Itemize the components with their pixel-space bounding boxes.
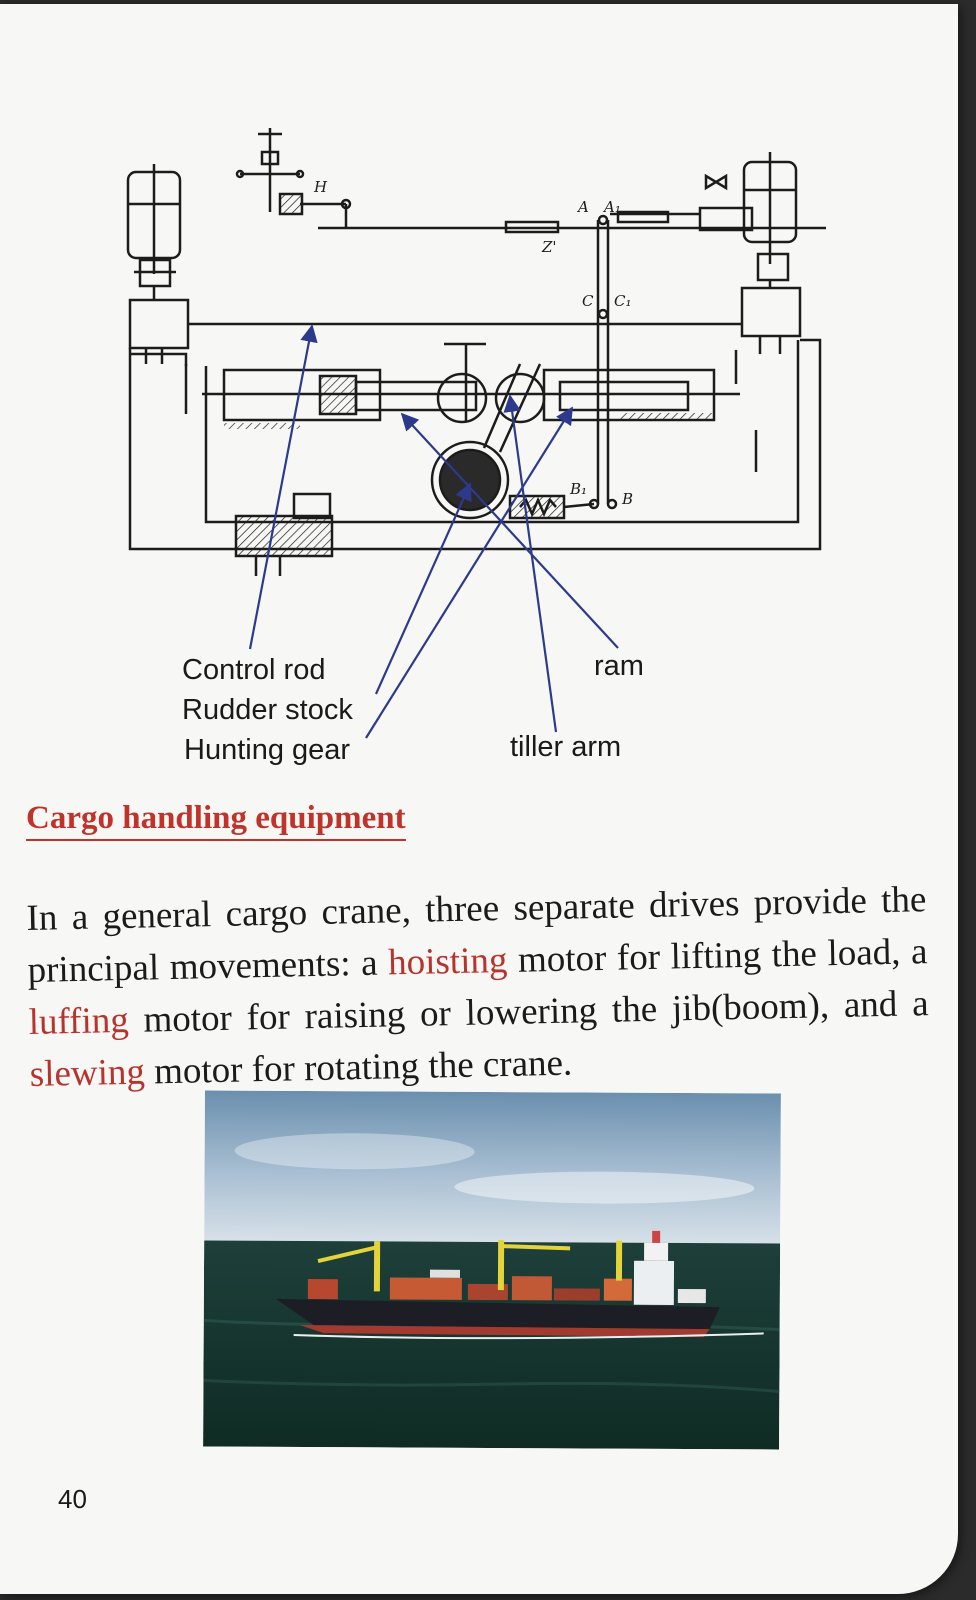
- paragraph-text-2: motor for lifting the load, a: [506, 931, 928, 981]
- label-c1: C₁: [614, 292, 632, 310]
- label-tiller-arm: tiller arm: [510, 731, 622, 763]
- rudder-stock-tiller: [430, 342, 546, 520]
- label-b: B: [621, 490, 633, 508]
- label-control-rod: Control rod: [182, 654, 326, 686]
- control-rod-leader: [248, 324, 318, 650]
- steering-gear-diagram: H A A₁ Z' C C₁ B₁ B: [126, 128, 826, 739]
- label-h: H: [313, 178, 328, 196]
- label-rudder-stock: Rudder stock: [182, 694, 353, 726]
- control-valve: [234, 492, 334, 576]
- book-page: H A A₁ Z' C C₁ B₁ B Control rod Rudder s…: [0, 4, 958, 1594]
- label-a: A: [576, 198, 589, 216]
- page-number: 40: [58, 1484, 87, 1514]
- label-ram: ram: [594, 650, 644, 682]
- telemotor-linkage: [235, 128, 826, 234]
- paragraph-text-4: motor for rotating the crane.: [144, 1042, 573, 1093]
- hunting-spring: [508, 494, 595, 520]
- keyword-luffing: luffing: [28, 999, 130, 1043]
- cargo-ship: [275, 1230, 764, 1340]
- floating-lever: [588, 214, 618, 510]
- hydraulic-piping: [128, 322, 822, 551]
- keyword-hoisting: hoisting: [387, 939, 508, 984]
- paragraph-text-3: motor for raising or lowering the jib(bo…: [128, 983, 929, 1041]
- cargo-ship-photo: [203, 1090, 781, 1450]
- label-a1: A₁: [602, 198, 621, 216]
- rudder-stock-leader: [374, 482, 472, 695]
- section-heading: Cargo handling equipment: [26, 800, 406, 841]
- hunting-gear-leader: [365, 406, 573, 739]
- tiller-arm-leader: [503, 394, 558, 733]
- label-b1: B₁: [569, 480, 587, 498]
- ram-cylinders: [202, 368, 740, 429]
- right-motor: [698, 152, 802, 354]
- label-z: Z': [541, 238, 557, 256]
- ram-leader-left: [400, 412, 619, 649]
- keyword-slewing: slewing: [29, 1051, 146, 1095]
- label-hunting-gear: Hunting gear: [184, 734, 351, 766]
- body-paragraph: In a general cargo crane, three separate…: [26, 874, 930, 1101]
- label-c: C: [582, 292, 594, 310]
- left-motor: [126, 164, 190, 364]
